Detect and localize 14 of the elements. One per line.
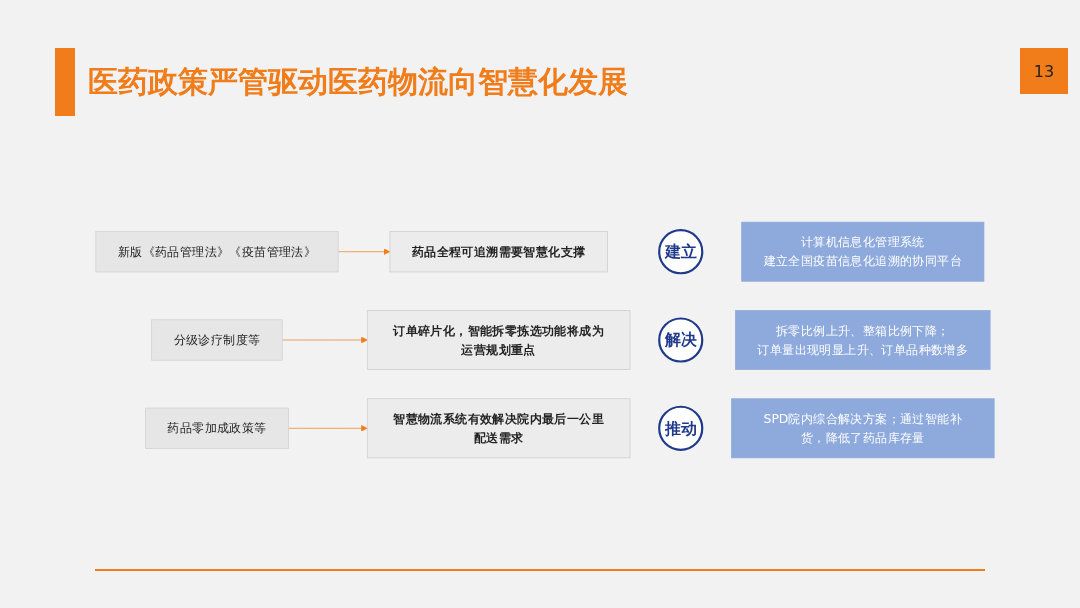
node-box: 拆零比例上升、整箱比例下降； 订单量出现明显上升、订单品种数增多 — [735, 310, 991, 370]
node-circle: 推动 — [658, 405, 704, 451]
node-box: 智慧物流系统有效解决院内最后一公里配送需求 — [366, 398, 631, 459]
node-box: SPD院内综合解决方案；通过智能补货，降低了药品库存量 — [731, 398, 995, 459]
node-circle: 解决 — [658, 317, 704, 363]
slide-title: 医药政策严管驱动医药物流向智慧化发展 — [88, 63, 628, 101]
node-box: 药品零加成政策等 — [145, 407, 289, 449]
node-box: 新版《药品管理法》《疫苗管理法》 — [95, 231, 339, 273]
node-circle: 建立 — [658, 229, 704, 275]
node-box: 计算机信息化管理系统 建立全国疫苗信息化追溯的协同平台 — [741, 221, 985, 282]
node-box: 药品全程可追溯需要智慧化支撑 — [389, 231, 608, 273]
page-number: 13 — [1020, 48, 1068, 94]
node-box: 订单碎片化，智能拆零拣选功能将成为运营规划重点 — [366, 310, 631, 370]
node-box: 分级诊疗制度等 — [151, 319, 283, 361]
